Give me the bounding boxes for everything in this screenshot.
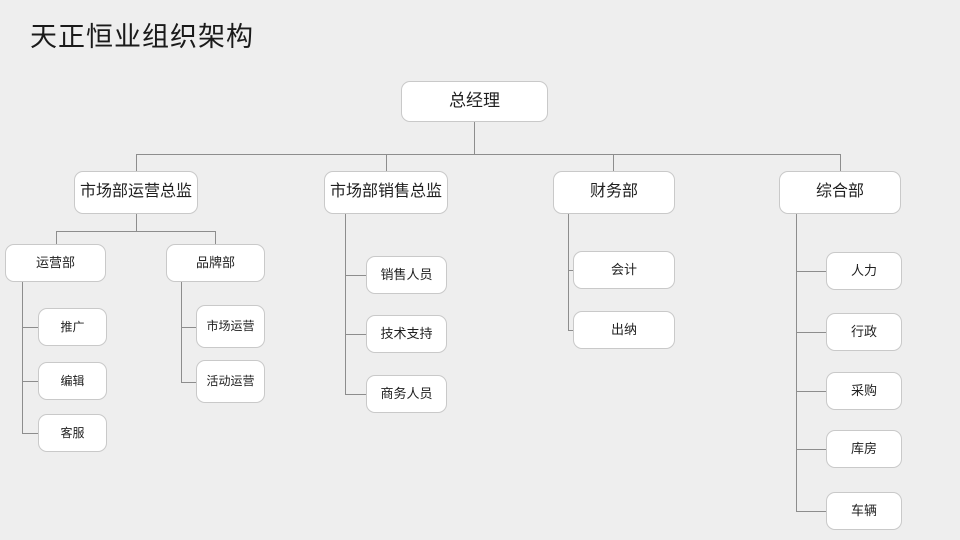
node-label: 编辑 <box>60 373 85 388</box>
node-general-affairs-department[interactable]: 综合部 <box>779 171 901 214</box>
connector-sales-stub-tech-support <box>345 334 366 335</box>
connector-finance-trunk <box>568 214 569 330</box>
node-marketing-sales-director[interactable]: 市场部销售总监 <box>324 171 448 214</box>
node-label: 财务部 <box>589 183 638 201</box>
connector-ops-units-bus <box>56 231 216 232</box>
node-promotion[interactable]: 推广 <box>38 308 107 346</box>
node-label: 技术支持 <box>380 326 433 342</box>
connector-bus-to-ops-director <box>136 154 137 171</box>
node-label: 推广 <box>60 319 85 334</box>
node-label: 车辆 <box>850 503 877 519</box>
node-procurement[interactable]: 采购 <box>826 372 902 410</box>
connector-finance-stub-accounting <box>568 270 574 271</box>
connector-general-stub-vehicles <box>796 511 826 512</box>
node-label: 活动运营 <box>206 374 255 389</box>
node-label: 市场部运营总监 <box>79 183 192 201</box>
node-general-manager[interactable]: 总经理 <box>401 81 548 122</box>
node-label: 客服 <box>60 425 85 440</box>
node-label: 会计 <box>610 262 637 278</box>
node-market-operations[interactable]: 市场运营 <box>196 305 265 348</box>
connector-bus-to-operations-unit <box>56 231 57 244</box>
node-brand-unit[interactable]: 品牌部 <box>166 244 265 282</box>
connector-operations-trunk <box>22 282 23 433</box>
node-cashier[interactable]: 出纳 <box>573 311 675 349</box>
connector-bus-to-brand-unit <box>215 231 216 244</box>
node-label: 采购 <box>850 383 877 399</box>
node-sales-staff[interactable]: 销售人员 <box>366 256 447 294</box>
connector-operations-stub-promotion <box>22 327 38 328</box>
node-event-operations[interactable]: 活动运营 <box>196 360 265 403</box>
node-label: 总经理 <box>449 91 500 111</box>
node-label: 运营部 <box>35 255 75 271</box>
connector-brand-stub-market-operations <box>181 327 196 328</box>
connector-bus-to-sales-director <box>386 154 387 171</box>
connector-root-drop <box>474 122 475 154</box>
connector-finance-stub-cashier <box>568 330 574 331</box>
connector-bus-to-general <box>840 154 841 171</box>
connector-general-stub-hr <box>796 271 826 272</box>
node-label: 库房 <box>850 441 877 457</box>
connector-ops-director-drop <box>136 214 137 231</box>
node-operations-unit[interactable]: 运营部 <box>5 244 106 282</box>
connector-brand-trunk <box>181 282 182 382</box>
node-administration[interactable]: 行政 <box>826 313 902 351</box>
node-label: 出纳 <box>610 322 637 338</box>
node-label: 行政 <box>850 324 877 340</box>
node-marketing-operations-director[interactable]: 市场部运营总监 <box>74 171 198 214</box>
connector-general-stub-procurement <box>796 391 826 392</box>
connector-brand-stub-event-operations <box>181 382 196 383</box>
connector-sales-trunk <box>345 214 346 394</box>
connector-operations-stub-customer-service <box>22 433 38 434</box>
node-label: 市场运营 <box>206 319 255 334</box>
node-vehicles[interactable]: 车辆 <box>826 492 902 530</box>
connector-sales-stub-sales-staff <box>345 275 366 276</box>
node-finance-department[interactable]: 财务部 <box>553 171 675 214</box>
node-label: 销售人员 <box>380 267 433 283</box>
node-customer-service[interactable]: 客服 <box>38 414 107 452</box>
connector-general-stub-warehouse <box>796 449 826 450</box>
node-label: 商务人员 <box>380 386 433 402</box>
node-label: 人力 <box>850 263 877 279</box>
node-accounting[interactable]: 会计 <box>573 251 675 289</box>
connector-general-stub-admin <box>796 332 826 333</box>
node-business-staff[interactable]: 商务人员 <box>366 375 447 413</box>
node-warehouse[interactable]: 库房 <box>826 430 902 468</box>
connector-sales-stub-business-staff <box>345 394 366 395</box>
node-editorial[interactable]: 编辑 <box>38 362 107 400</box>
node-technical-support[interactable]: 技术支持 <box>366 315 447 353</box>
page-title: 天正恒业组织架构 <box>30 22 254 52</box>
node-label: 品牌部 <box>195 255 235 271</box>
connector-general-trunk <box>796 214 797 512</box>
connector-bus-to-finance <box>613 154 614 171</box>
connector-level2-bus <box>136 154 841 155</box>
node-label: 市场部销售总监 <box>329 183 442 201</box>
connector-operations-stub-editorial <box>22 381 38 382</box>
node-human-resources[interactable]: 人力 <box>826 252 902 290</box>
node-label: 综合部 <box>815 183 864 201</box>
